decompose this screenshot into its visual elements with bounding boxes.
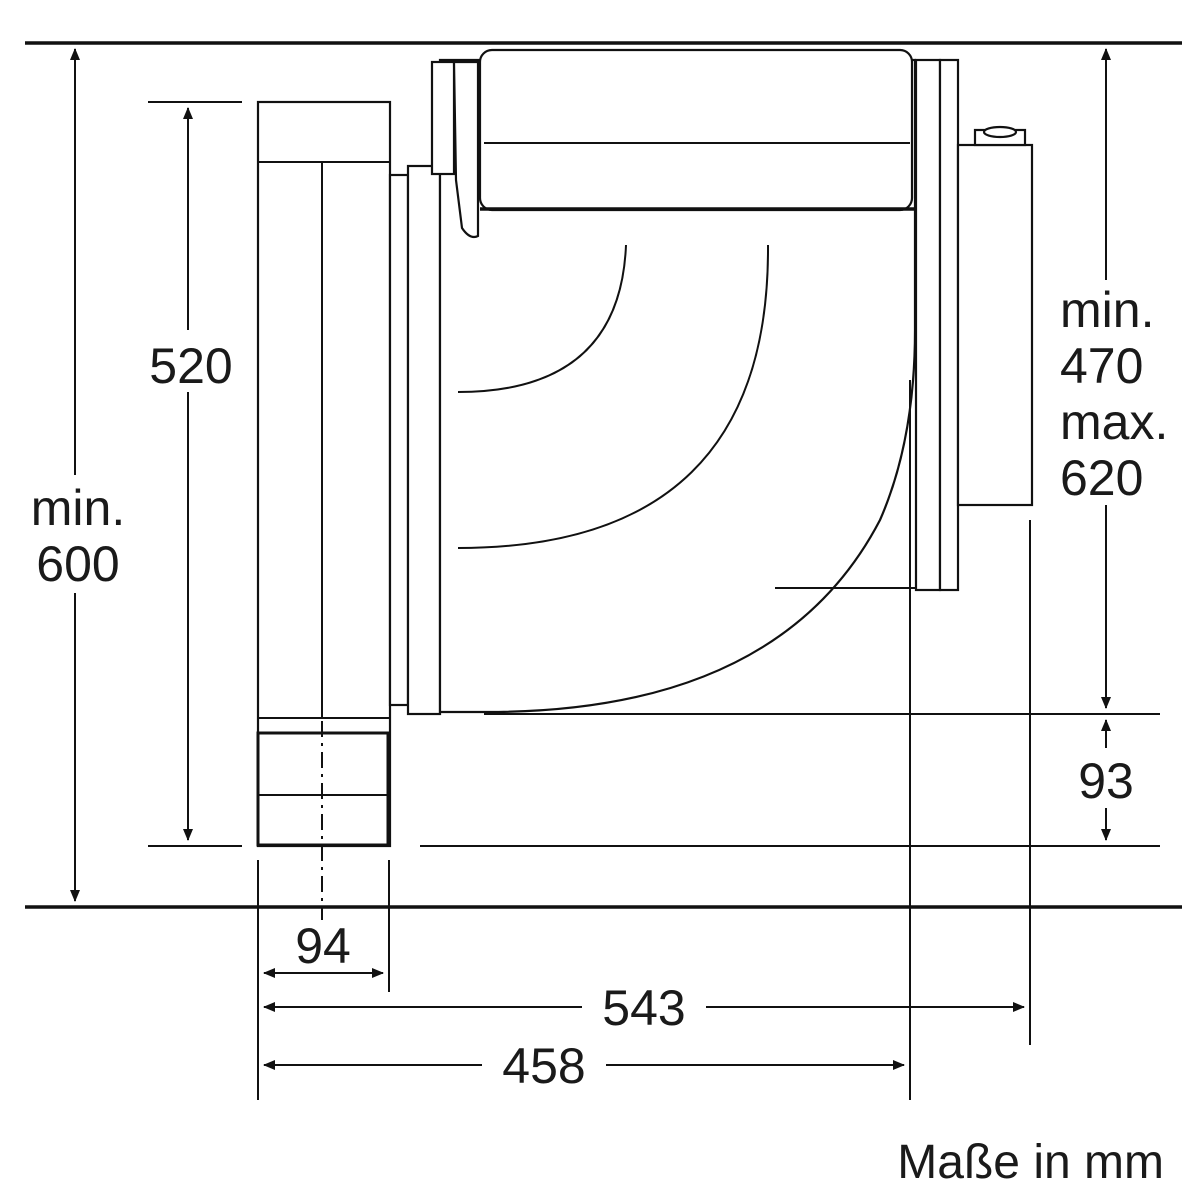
dim-470-620-label-line1: min. <box>1060 282 1154 338</box>
dim-543-label: 543 <box>602 980 685 1036</box>
dim-520-label: 520 <box>149 338 232 394</box>
dim-470-620-label-line3: max. <box>1060 394 1168 450</box>
dim-600-label-line2: 600 <box>36 536 119 592</box>
unit-note: Maße in mm <box>897 1136 1164 1189</box>
hood-extension-box <box>956 125 1034 507</box>
dim-600-label-line1: min. <box>31 480 125 536</box>
extension-lines <box>148 101 1160 1100</box>
motor-housing <box>430 48 940 714</box>
connector-collar <box>388 164 442 716</box>
dim-470-620-label-line4: 620 <box>1060 450 1143 506</box>
dim-94-label: 94 <box>295 918 351 974</box>
mounting-plate <box>914 58 960 592</box>
dim-93-label: 93 <box>1078 753 1134 809</box>
appliance-front-panel <box>256 100 392 848</box>
dim-458-label: 458 <box>502 1038 585 1094</box>
dim-470-620-label-line2: 470 <box>1060 338 1143 394</box>
